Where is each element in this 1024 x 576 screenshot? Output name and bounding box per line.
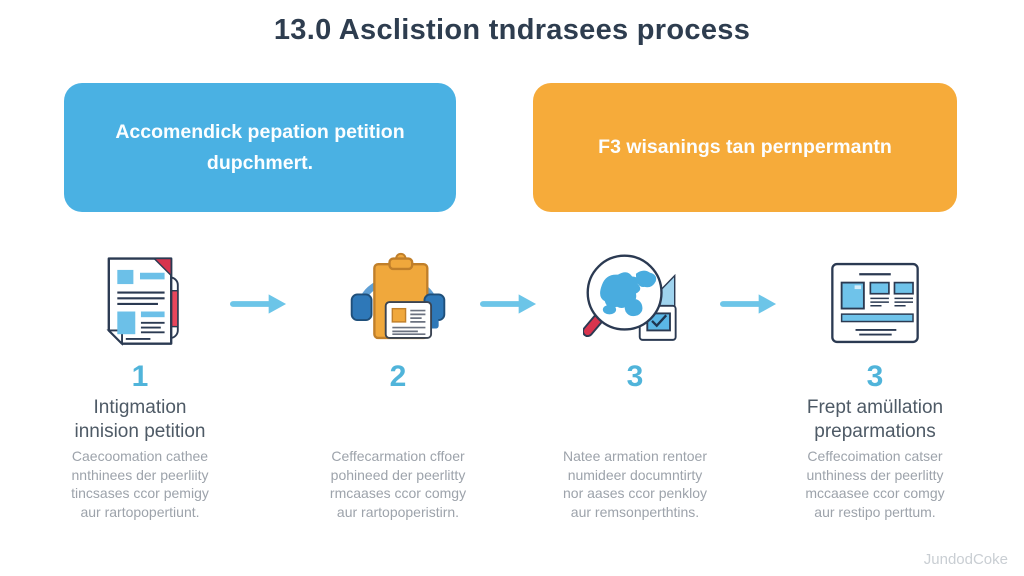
arrow-right-icon [480, 291, 538, 317]
watermark: JundodCoke [923, 551, 1008, 568]
arrow-right-icon [230, 291, 288, 317]
clipboard-headset-icon [283, 246, 513, 360]
page-title: 13.0 Asclistion tndrasees process [273, 14, 751, 46]
step-description: Ceffecarmation cffoer pohineed der peerl… [329, 448, 467, 520]
step-number: 3 [866, 360, 884, 393]
step-number: 2 [389, 360, 407, 393]
step-column-4: 3 Frept amüllation preparmations Ceffeco… [760, 246, 990, 556]
step-label: Frept amüllation preparmations [806, 397, 944, 442]
step-label: Intigmation innision petition [74, 397, 206, 442]
document-pen-icon [25, 246, 255, 360]
step-number: 3 [626, 360, 644, 393]
step-column-3: 3 Natee armation rentoer numideer documn… [520, 246, 750, 556]
step-number: 1 [131, 360, 149, 393]
step-column-1: 1 Intigmation innision petition Caecooma… [25, 246, 255, 556]
step-column-2: 2 Ceffecarmation cffoer pohineed der pee… [283, 246, 513, 556]
webpage-icon [760, 246, 990, 360]
arrow-right-icon [720, 291, 778, 317]
globe-magnifier-icon [520, 246, 750, 360]
step-description: Caecoomation cathee nnthinees der peerli… [71, 448, 209, 520]
banner-orange-text: F3 wisanings tan pernpermantn [598, 136, 892, 159]
banner-blue-text: Accomendick pepation petition dupchmert. [115, 121, 405, 174]
step-description: Ceffecoimation catser unthiness der peer… [805, 448, 945, 520]
banner-orange: F3 wisanings tan pernpermantn [533, 83, 957, 212]
step-description: Natee armation rentoer numideer documnti… [563, 448, 707, 520]
banner-blue: Accomendick pepation petition dupchmert. [64, 83, 456, 212]
